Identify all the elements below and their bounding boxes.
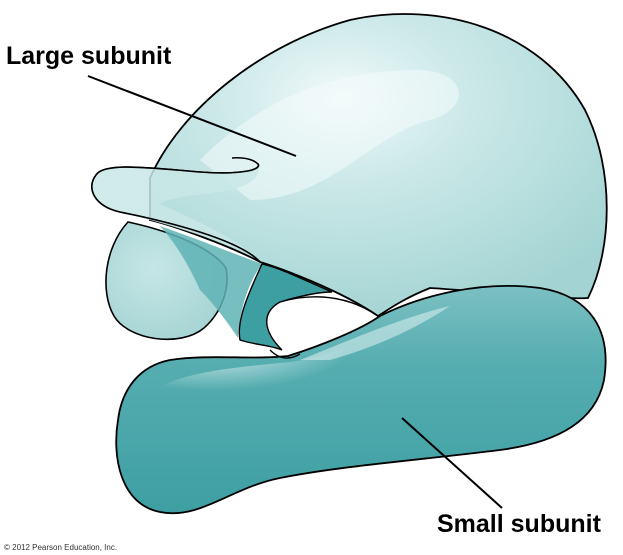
small-subunit-highlight [140,318,420,404]
copyright-notice: © 2012 Pearson Education, Inc. [4,543,118,552]
small-subunit-sheen [300,306,450,360]
large-subunit-body [149,13,608,318]
stalk-top-edge [95,163,260,176]
large-subunit-label: Large subunit [6,42,172,70]
small-subunit-tuck [279,296,379,317]
small-subunit-label: Small subunit [437,510,601,538]
small-subunit-notch [269,349,301,359]
small-subunit-leader-line [401,417,503,509]
subunit-cleft [238,263,333,351]
large-subunit-leader-line [87,75,297,157]
large-subunit-underside [160,226,262,338]
large-subunit-highlight [200,70,459,200]
stalk-bottom-edge [91,174,261,263]
small-subunit-body [115,285,607,515]
